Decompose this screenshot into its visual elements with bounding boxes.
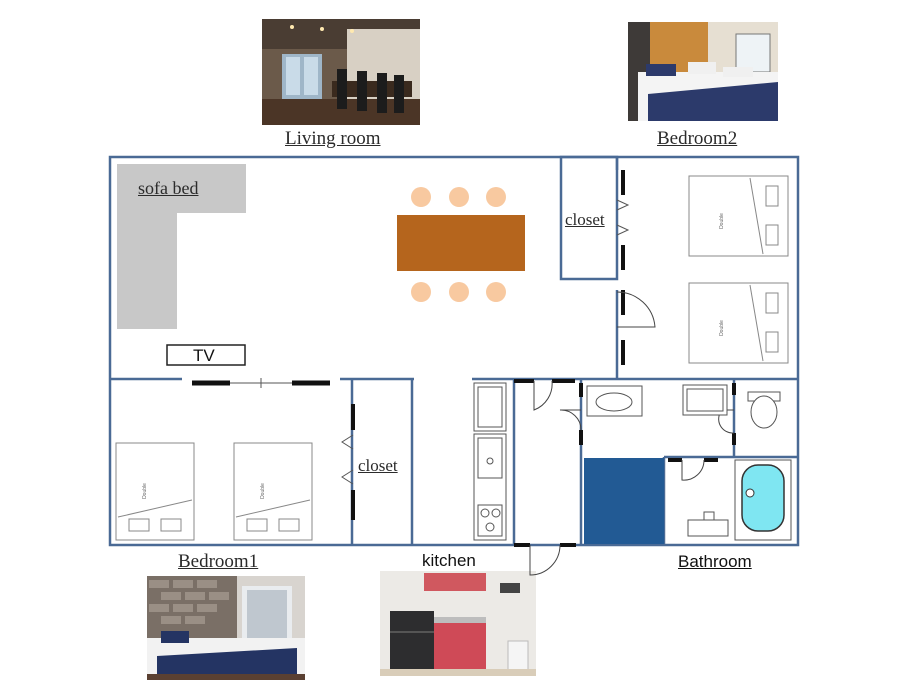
- bedroom2-photo: [628, 22, 778, 121]
- bed-label: Double: [259, 483, 266, 499]
- tv-shape: [166, 344, 246, 366]
- bedroom1-photo: [147, 576, 305, 680]
- shower-tile: [584, 458, 664, 544]
- bedroom2-beds: [688, 175, 789, 364]
- sofa-bed-label: sofa bed: [138, 178, 199, 198]
- kitchen-appliances: [473, 382, 507, 541]
- bath-tub: [741, 464, 785, 532]
- sofa-bed-shape: [117, 164, 246, 329]
- bathroom-label: Bathroom: [678, 552, 752, 571]
- kitchen-photo: [380, 571, 536, 676]
- bed-label: Double: [718, 213, 725, 229]
- toilet-bowl: [750, 395, 778, 429]
- dining-chairs: [411, 187, 506, 302]
- bedroom2-label: Bedroom2: [657, 128, 738, 149]
- dining-table: [397, 215, 525, 271]
- closet-label-upper: closet: [565, 210, 605, 229]
- bedroom1-label: Bedroom1: [178, 551, 259, 572]
- kitchen-label: kitchen: [422, 551, 476, 570]
- bath-faucet: [687, 519, 729, 537]
- living-room-label: Living room: [285, 128, 381, 149]
- bedroom1-beds: [115, 442, 313, 541]
- bed-label: Double: [718, 320, 725, 336]
- living-room-photo: [262, 19, 420, 125]
- bed-label: Double: [141, 483, 148, 499]
- closet-label-lower: closet: [358, 456, 398, 475]
- tv-label: TV: [193, 346, 215, 365]
